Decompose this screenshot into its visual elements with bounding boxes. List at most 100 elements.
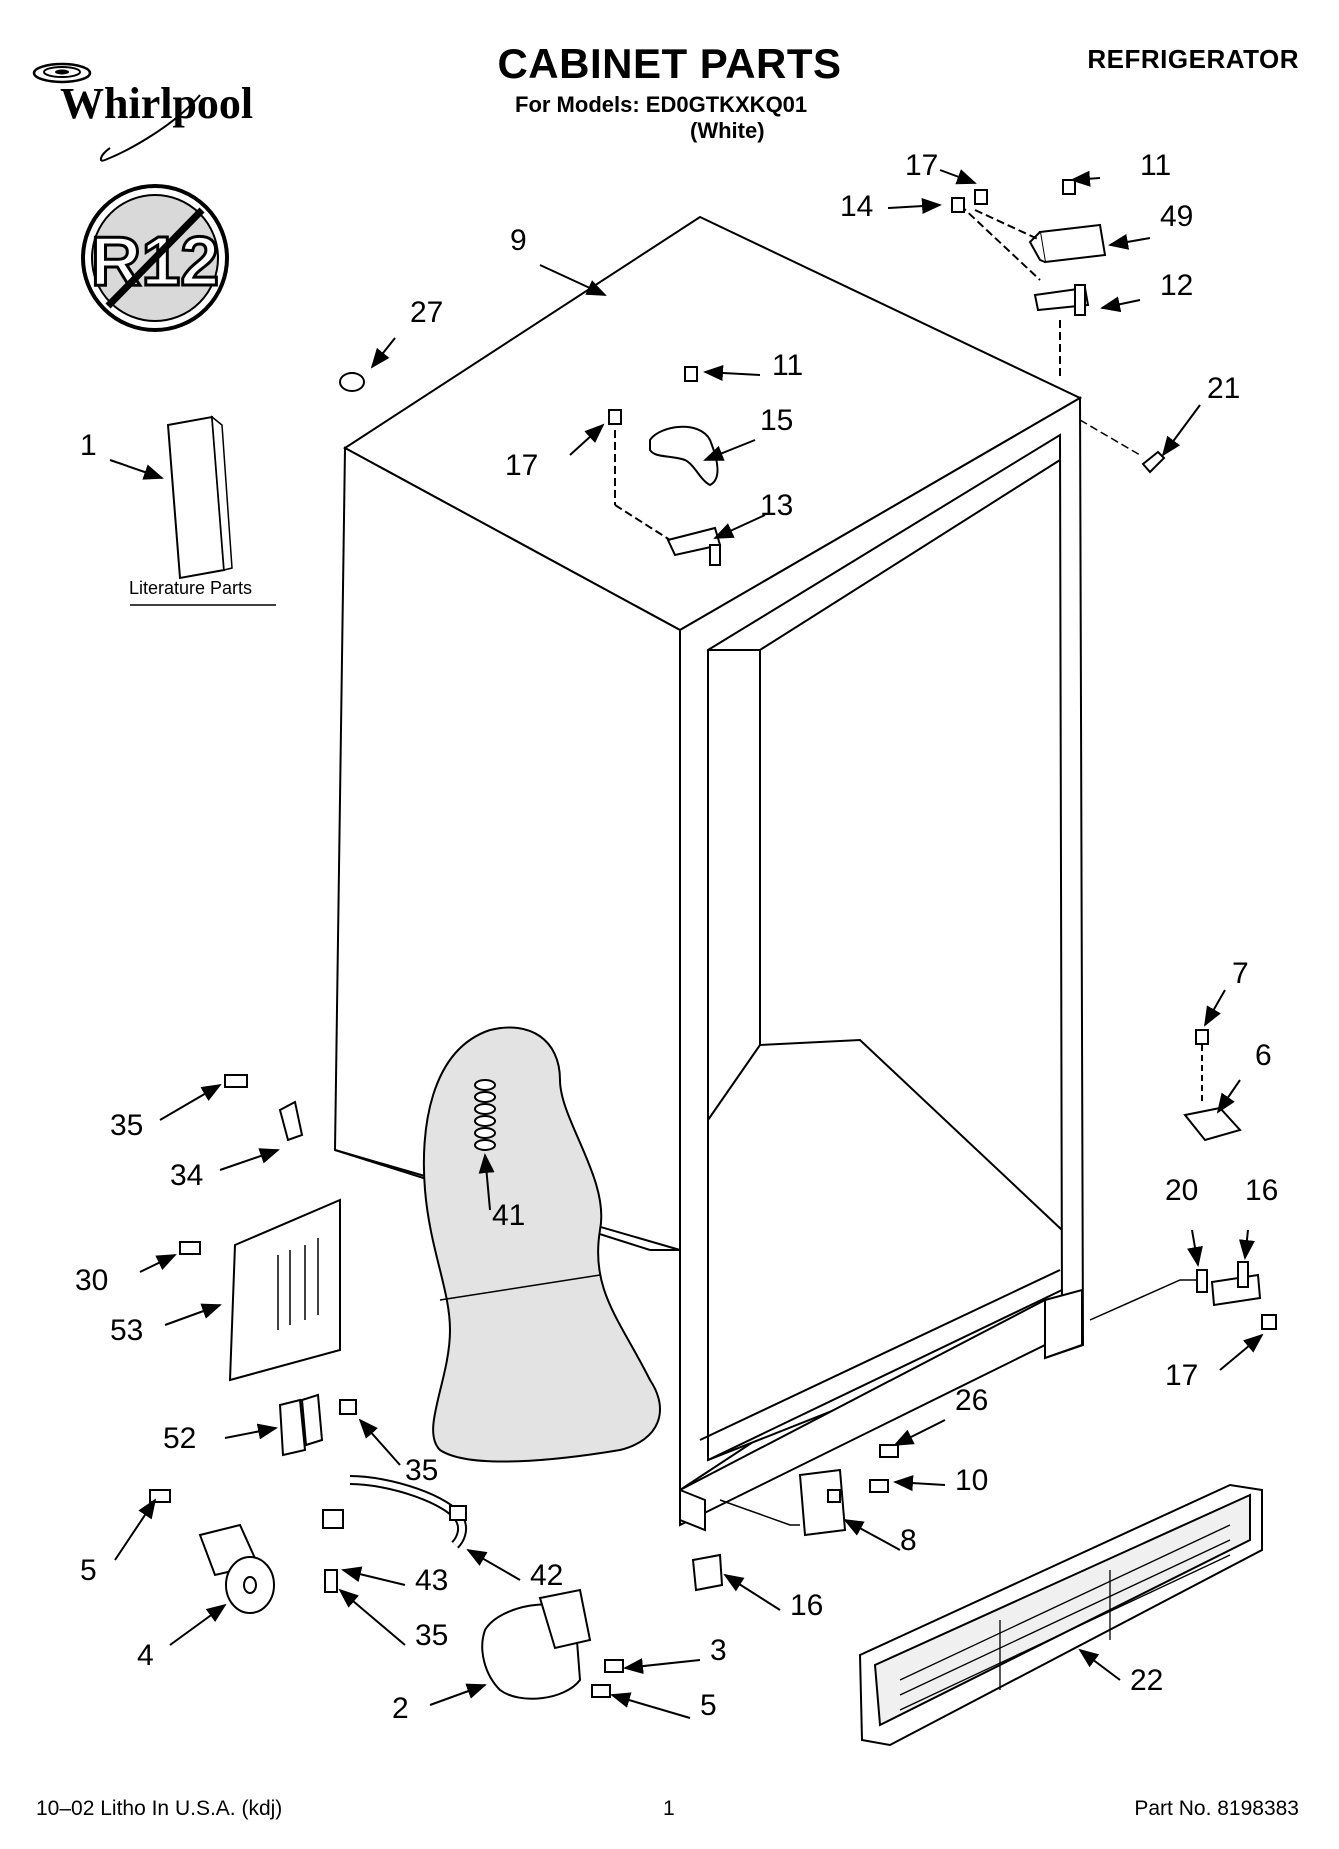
leader-line-16 <box>723 1573 781 1611</box>
clamp-43 <box>322 1509 344 1529</box>
callout-17: 17 <box>905 149 938 182</box>
category-label: REFRIGERATOR <box>1087 44 1299 74</box>
leader-line-3 <box>623 1658 701 1675</box>
top-hinge-middle <box>608 366 722 566</box>
callout-26: 26 <box>955 1384 988 1417</box>
bracket-6 <box>1183 1029 1242 1142</box>
leader-line-52 <box>224 1423 278 1440</box>
callout-11: 11 <box>1140 149 1171 182</box>
leader-line-43 <box>341 1566 406 1586</box>
callout-8: 8 <box>900 1524 917 1557</box>
footer-part-number: Part No. 8198383 <box>1134 1797 1299 1820</box>
literature-label: Literature Parts <box>129 578 252 598</box>
leader-line-49 <box>1108 234 1151 250</box>
whirlpool-logo: Whirlpool <box>32 62 253 162</box>
leader-line-20 <box>1187 1229 1203 1267</box>
leader-line-1 <box>109 459 164 480</box>
leader-line-27 <box>370 337 396 369</box>
callout-1: 1 <box>80 429 97 462</box>
callout-16: 16 <box>1245 1174 1278 1207</box>
callout-5: 5 <box>80 1554 97 1587</box>
leader-line-9 <box>539 264 607 296</box>
leader-line-42 <box>466 1549 521 1581</box>
leader-line-11 <box>1070 170 1101 187</box>
callout-35: 35 <box>110 1109 143 1142</box>
leader-line-12 <box>1100 296 1141 313</box>
leader-line-17 <box>569 423 605 456</box>
literature-booklet: Literature Parts <box>129 415 276 606</box>
leader-line-8 <box>843 1519 901 1551</box>
callout-41: 41 <box>492 1199 525 1232</box>
callout-17: 17 <box>505 449 538 482</box>
cabinet-cutaway <box>422 1026 661 1463</box>
callout-35: 35 <box>415 1619 448 1652</box>
leader-line-16 <box>1238 1229 1255 1260</box>
leveling-bracket-right <box>1089 1261 1277 1330</box>
callout-22: 22 <box>1130 1664 1163 1697</box>
callout-16: 16 <box>790 1589 823 1622</box>
callout-6: 6 <box>1255 1039 1272 1072</box>
footer-litho: 10–02 Litho In U.S.A. (kdj) <box>36 1797 283 1820</box>
leader-line-41 <box>478 1153 495 1211</box>
callout-3: 3 <box>710 1634 727 1667</box>
leader-line-30 <box>139 1254 177 1273</box>
leader-line-6 <box>1216 1079 1241 1114</box>
leader-line-10 <box>893 1475 946 1492</box>
callout-34: 34 <box>170 1159 203 1192</box>
toe-grille <box>858 1483 1263 1747</box>
leader-line-26 <box>893 1419 946 1446</box>
leader-line-4 <box>169 1603 227 1646</box>
callout-15: 15 <box>760 404 793 437</box>
callout-11: 11 <box>772 349 803 382</box>
color-line: (White) <box>690 118 765 143</box>
leader-line-35 <box>338 1588 406 1646</box>
leader-line-15 <box>703 439 756 461</box>
leader-line-35 <box>159 1083 222 1121</box>
leader-line-13 <box>713 514 766 539</box>
callout-21: 21 <box>1207 372 1240 405</box>
callout-10: 10 <box>955 1464 988 1497</box>
bracket-16-lower <box>691 1553 724 1592</box>
pin-21 <box>1141 450 1166 474</box>
plug-27 <box>339 372 365 392</box>
brand-wordmark: Whirlpool <box>60 79 253 128</box>
callout-4: 4 <box>137 1639 154 1672</box>
callout-17: 17 <box>1165 1359 1198 1392</box>
callout-13: 13 <box>760 489 793 522</box>
tube-42 <box>349 1477 466 1548</box>
callout-7: 7 <box>1232 957 1249 990</box>
leader-line-22 <box>1078 1648 1121 1681</box>
bracket-8 <box>719 1444 899 1537</box>
leader-line-17 <box>939 169 977 185</box>
cabinet-shell <box>333 215 1085 1532</box>
callout-35: 35 <box>405 1454 438 1487</box>
front-roller-bracket <box>481 1588 624 1700</box>
callout-52: 52 <box>163 1422 196 1455</box>
top-hinge-right <box>951 179 1107 380</box>
leader-line-2 <box>429 1683 487 1706</box>
callout-5: 5 <box>700 1689 717 1722</box>
callout-27: 27 <box>410 296 443 329</box>
page-title: CABINET PARTS <box>497 40 842 87</box>
footer-page-number: 1 <box>663 1797 675 1820</box>
callout-2: 2 <box>392 1692 409 1725</box>
callout-53: 53 <box>110 1314 143 1347</box>
leader-line-14 <box>887 198 942 215</box>
callout-14: 14 <box>840 190 873 223</box>
leader-line-53 <box>164 1303 222 1326</box>
callout-30: 30 <box>75 1264 108 1297</box>
callout-42: 42 <box>530 1559 563 1592</box>
no-r12-badge: R12 <box>81 184 229 332</box>
leader-line-5 <box>114 1498 157 1561</box>
models-line: For Models: ED0GTKXKQ01 <box>515 92 808 117</box>
leader-line-7 <box>1204 989 1226 1027</box>
roller-assembly <box>149 1489 275 1614</box>
leader-line-35 <box>358 1418 401 1466</box>
bracket-52 <box>278 1393 357 1457</box>
callout-20: 20 <box>1165 1174 1198 1207</box>
callout-43: 43 <box>415 1564 448 1597</box>
leader-line-5 <box>610 1692 691 1719</box>
leader-line-11 <box>703 364 761 381</box>
